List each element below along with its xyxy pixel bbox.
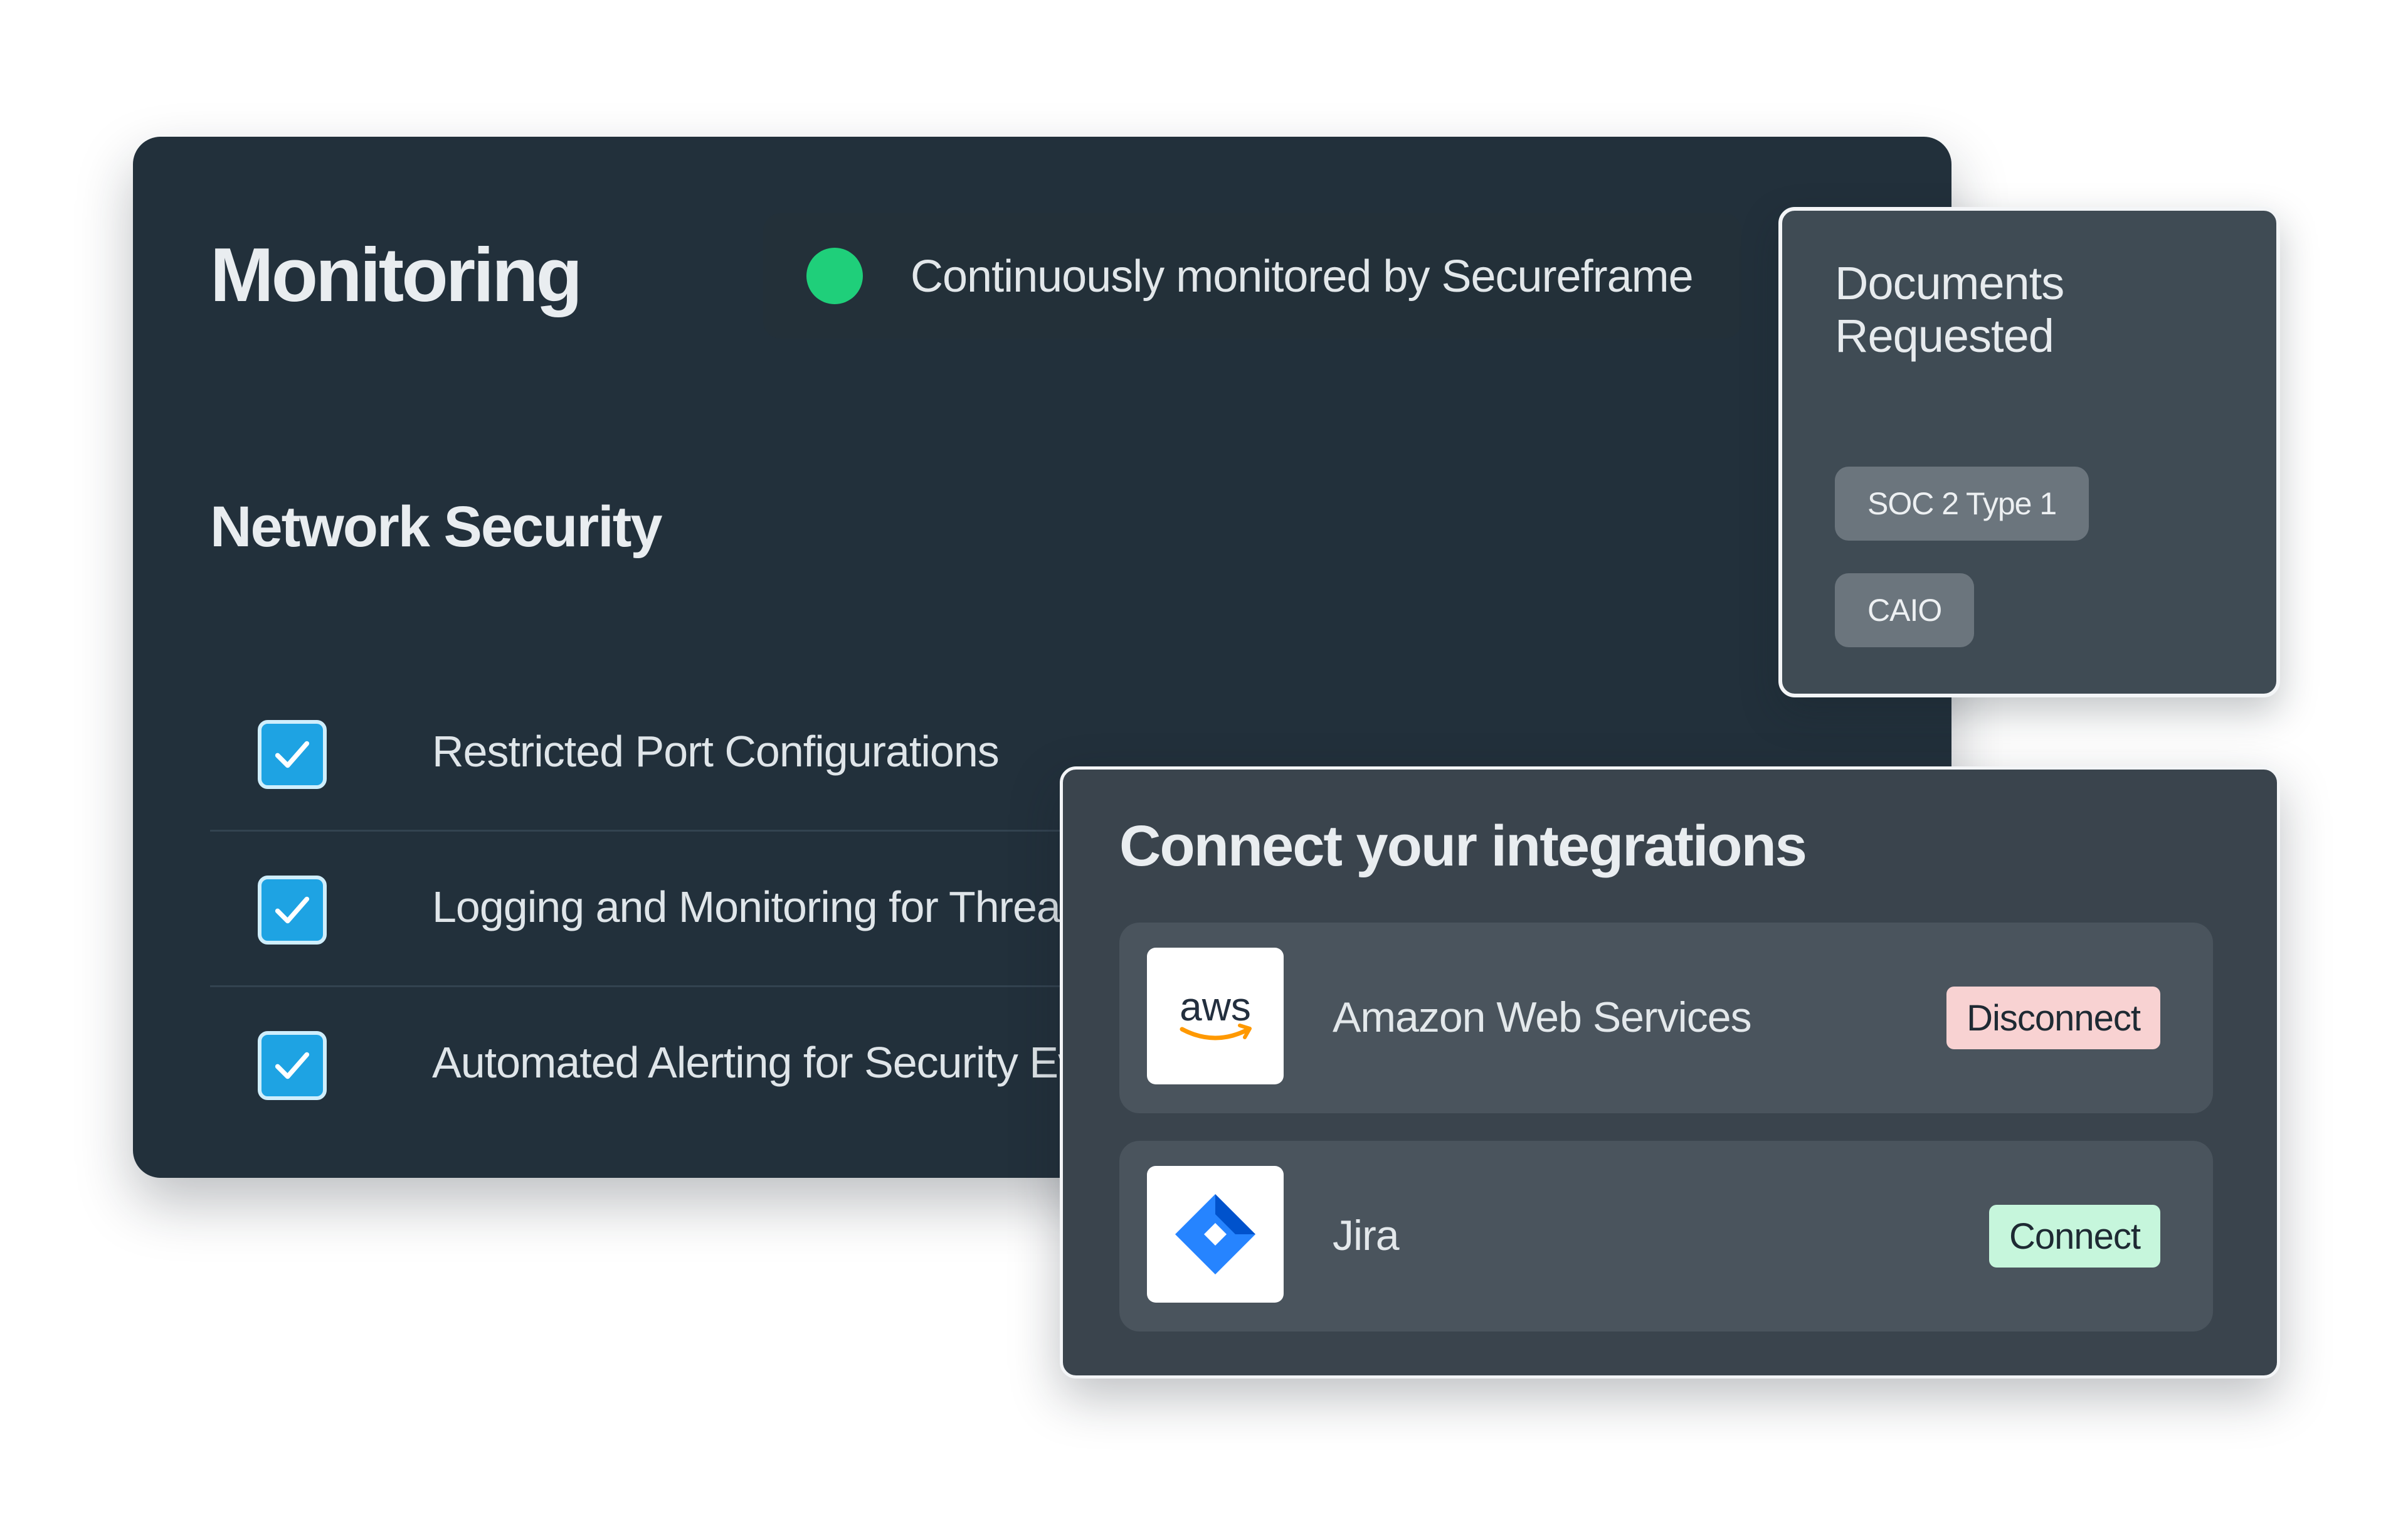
control-label: Logging and Monitoring for Threats — [432, 882, 1094, 931]
integration-name-jira: Jira — [1333, 1212, 1400, 1259]
disconnect-button[interactable]: Disconnect — [1946, 987, 2160, 1049]
documents-requested-card: Documents Requested SOC 2 Type 1 CAIO — [1778, 207, 2280, 697]
jira-logo — [1147, 1166, 1284, 1303]
integration-name-aws: Amazon Web Services — [1333, 993, 1752, 1041]
control-row: Automated Alerting for Security Events — [210, 987, 1840, 1143]
checkmark-icon — [275, 1052, 310, 1079]
status-pill — [763, 213, 1741, 339]
checkmark-icon — [275, 896, 310, 924]
document-chip-caio[interactable]: CAIO — [1835, 573, 1975, 647]
integration-row-jira: Jira Connect — [1119, 1141, 2213, 1331]
section-title-network-security: Network Security — [210, 495, 663, 559]
control-row: Restricted Port Configurations — [210, 676, 1840, 832]
control-checkbox[interactable] — [258, 876, 327, 945]
monitoring-title: Monitoring — [210, 232, 583, 317]
control-label: Restricted Port Configurations — [432, 727, 1000, 776]
control-checkbox[interactable] — [258, 720, 327, 789]
integration-row-aws: aws Amazon Web Services Disconnect — [1119, 923, 2213, 1113]
monitoring-card: Monitoring Continuously monitored by Sec… — [133, 137, 1951, 1178]
aws-logo-icon: aws — [1180, 984, 1252, 1040]
checkmark-icon — [275, 741, 310, 768]
aws-logo: aws — [1147, 948, 1284, 1084]
aws-logo-text: aws — [1180, 984, 1251, 1029]
status-text: Continuously monitored by Secureframe — [911, 251, 1694, 302]
jira-logo-icon — [1175, 1194, 1255, 1274]
control-checkbox[interactable] — [258, 1031, 327, 1100]
integrations-title: Connect your integrations — [1119, 814, 1807, 878]
control-row: Logging and Monitoring for Threats — [210, 832, 1840, 987]
integrations-card: Connect your integrations aws Amazon Web… — [1060, 766, 2280, 1379]
document-chip-soc2[interactable]: SOC 2 Type 1 — [1835, 467, 2089, 541]
status-indicator-dot — [806, 248, 863, 304]
control-label: Automated Alerting for Security Events — [432, 1038, 1160, 1087]
connect-button[interactable]: Connect — [1988, 1205, 2160, 1268]
documents-title: Documents Requested — [1835, 257, 2064, 362]
